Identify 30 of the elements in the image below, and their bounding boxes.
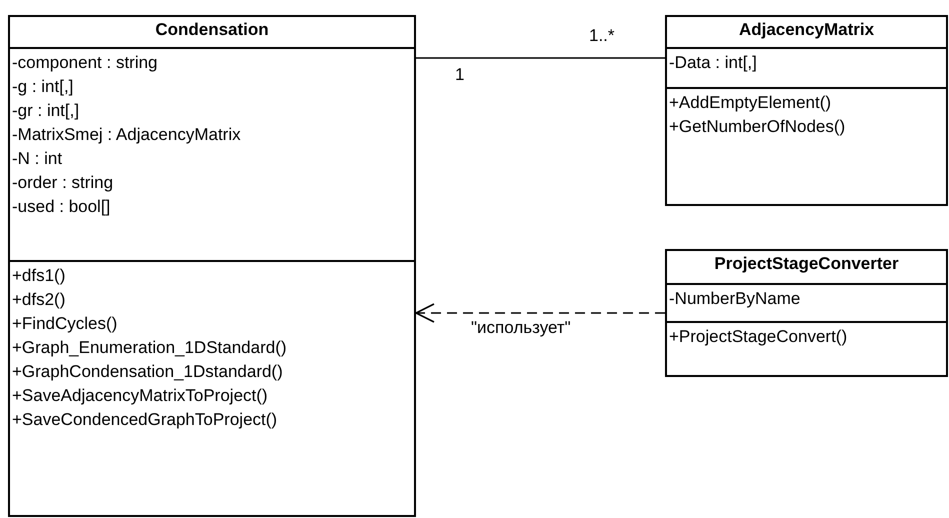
multiplicity-label: 1..* bbox=[589, 26, 615, 46]
class-member: -MatrixSmej : AdjacencyMatrix bbox=[12, 124, 241, 146]
dependency-arrow bbox=[415, 303, 665, 323]
edge-label: "использует" bbox=[471, 318, 571, 338]
class-member: +ProjectStageConvert() bbox=[669, 326, 848, 348]
class-member: +GraphCondensation_1Dstandard() bbox=[12, 361, 283, 383]
class-box bbox=[665, 15, 948, 206]
class-member: -order : string bbox=[12, 172, 114, 194]
class-member: -used : bool[] bbox=[12, 196, 110, 218]
class-member: +SaveCondencedGraphToProject() bbox=[12, 409, 278, 431]
class-member: +Graph_Enumeration_1DStandard() bbox=[12, 337, 287, 359]
class-member: -N : int bbox=[12, 148, 62, 170]
class-member: -Data : int[,] bbox=[669, 52, 757, 74]
association-line bbox=[416, 57, 665, 59]
class-member: -g : int[,] bbox=[12, 76, 74, 98]
class-box bbox=[665, 249, 948, 377]
class-box bbox=[8, 15, 416, 517]
class-member: -gr : int[,] bbox=[12, 100, 80, 122]
multiplicity-label: 1 bbox=[455, 65, 464, 85]
class-member: -component : string bbox=[12, 52, 158, 74]
class-member: +GetNumberOfNodes() bbox=[669, 116, 846, 138]
class-member: +AddEmptyElement() bbox=[669, 92, 832, 114]
class-member: +dfs1() bbox=[12, 265, 66, 287]
class-name: AdjacencyMatrix bbox=[738, 19, 876, 41]
class-member: +SaveAdjacencyMatrixToProject() bbox=[12, 385, 268, 407]
class-member: +dfs2() bbox=[12, 289, 66, 311]
class-member: +FindCycles() bbox=[12, 313, 118, 335]
class-name: Condensation bbox=[154, 19, 270, 41]
class-name: ProjectStageConverter bbox=[713, 253, 900, 275]
class-member: -NumberByName bbox=[669, 288, 800, 310]
